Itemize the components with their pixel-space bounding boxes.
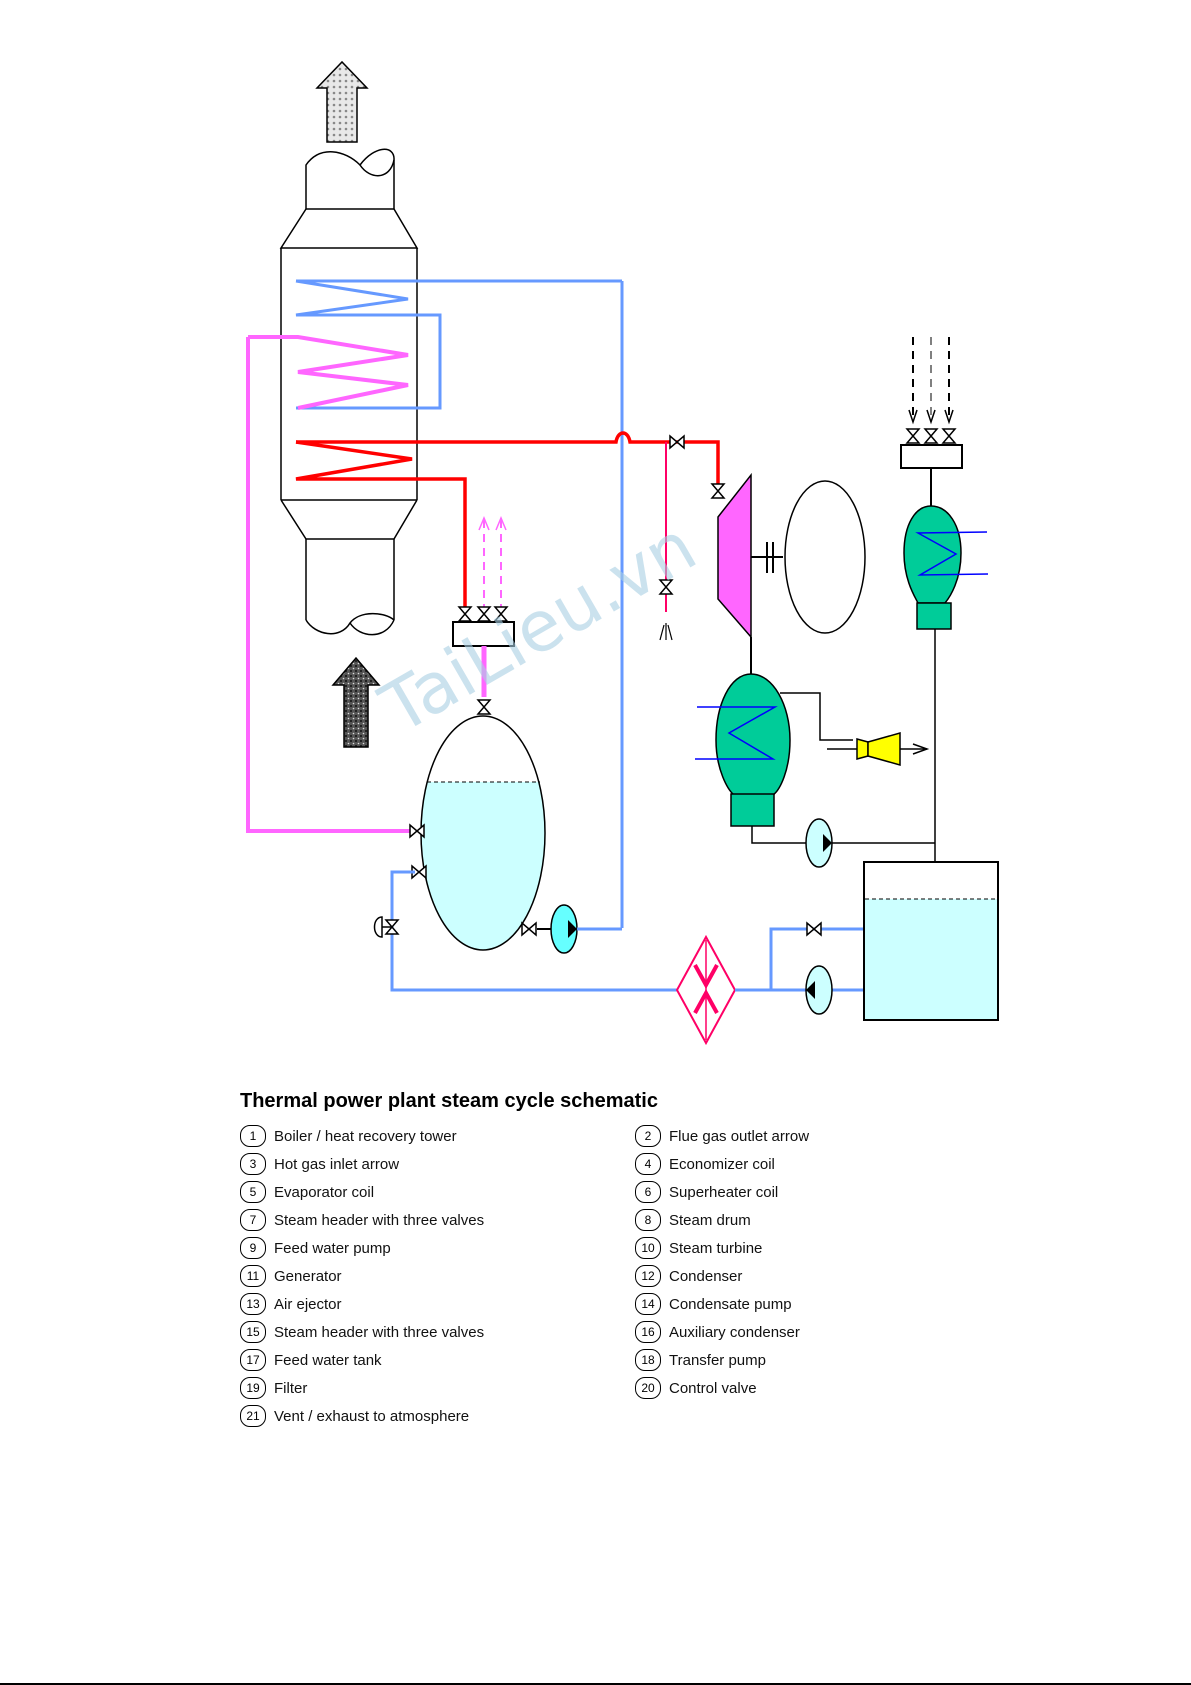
legend-number: 10 [635,1237,661,1259]
steam-drum [409,715,546,951]
legend-item: 2 Flue gas outlet arrow [635,1125,1000,1147]
legend-label: Steam header with three valves [274,1211,485,1229]
legend-number: 19 [240,1377,266,1399]
legend-number: 15 [240,1321,266,1343]
filter [675,934,737,1046]
legend-number: 8 [635,1209,661,1231]
legend-label: Feed water pump [274,1239,391,1257]
legend-item: 10 Steam turbine [635,1237,1000,1259]
legend-number: 20 [635,1377,661,1399]
legend-item: 15 Steam header with three valves [240,1321,605,1343]
legend-item: 8 Steam drum [635,1209,1000,1231]
condenser [695,673,853,844]
evaporator-coil [246,335,415,833]
legend-item: 17 Feed water tank [240,1349,605,1371]
control-valve [373,870,678,992]
legend-label: Hot gas inlet arrow [274,1155,400,1173]
vent-icon [659,623,673,641]
legend-item: 19 Filter [240,1377,605,1399]
legend-number: 11 [240,1265,266,1287]
legend-item: 4 Economizer coil [635,1153,1000,1175]
transfer-pump [805,965,833,1015]
hot-well-tank [863,861,999,1021]
legend-number: 17 [240,1349,266,1371]
legend-label: Condensate pump [669,1295,792,1313]
economizer-coil [295,279,624,928]
legend-label: Evaporator coil [274,1183,375,1201]
legend-number: 13 [240,1293,266,1315]
legend-label: Steam drum [669,1211,751,1229]
legend-label: Generator [274,1267,342,1285]
tank-lines [735,927,865,992]
legend-label: Flue gas outlet arrow [669,1127,810,1145]
legend-label: Steam header with three valves [274,1323,485,1341]
legend-item: 5 Evaporator coil [240,1181,605,1203]
legend-item: 14 Condensate pump [635,1293,1000,1315]
legend-label: Vent / exhaust to atmosphere [274,1407,470,1425]
legend-label: Superheater coil [669,1183,779,1201]
legend-label: Steam turbine [669,1239,763,1257]
steam-header-left [452,516,515,715]
legend-item: 7 Steam header with three valves [240,1209,605,1231]
legend-item: 6 Superheater coil [635,1181,1000,1203]
turbine [711,472,783,675]
legend-item: 9 Feed water pump [240,1237,605,1259]
legend-item: 16 Auxiliary condenser [635,1321,1000,1343]
legend-number: 1 [240,1125,266,1147]
aux-condenser [903,505,989,630]
steam-header-right [900,337,963,506]
boiler [279,148,419,636]
legend-item: 20 Control valve [635,1377,1000,1399]
legend-number: 4 [635,1153,661,1175]
legend-number: 14 [635,1293,661,1315]
flue-gas-in-arrow-icon [331,656,381,748]
legend-label: Boiler / heat recovery tower [274,1127,457,1145]
legend-label: Condenser [669,1267,743,1285]
legend-label: Air ejector [274,1295,342,1313]
legend-label: Control valve [669,1379,757,1397]
legend-number: 21 [240,1405,266,1427]
legend-number: 16 [635,1321,661,1343]
page-bottom-rule [0,1683,1191,1685]
generator [784,480,866,634]
legend-number: 12 [635,1265,661,1287]
legend-item: 11 Generator [240,1265,605,1287]
legend-label: Feed water tank [274,1351,382,1369]
legend-list: 1 Boiler / heat recovery tower 2 Flue gas … [240,1125,1000,1427]
legend-label: Economizer coil [669,1155,775,1173]
ejector [827,732,930,766]
legend-number: 6 [635,1181,661,1203]
legend-item: 13 Air ejector [240,1293,605,1315]
feed-pump [537,904,622,954]
condensate-pump [805,818,935,868]
legend-item: 1 Boiler / heat recovery tower [240,1125,605,1147]
legend-item: 3 Hot gas inlet arrow [240,1153,605,1175]
legend-number: 7 [240,1209,266,1231]
legend-item: 21 Vent / exhaust to atmosphere [240,1405,605,1427]
diagram-title: Thermal power plant steam cycle schemati… [240,1090,658,1112]
legend-number: 5 [240,1181,266,1203]
legend-item: 18 Transfer pump [635,1349,1000,1371]
superheater-coil [295,431,720,612]
legend-number: 2 [635,1125,661,1147]
bypass-line [659,435,685,641]
legend-number: 18 [635,1349,661,1371]
legend-label: Filter [274,1379,308,1397]
component-legend: Thermal power plant steam cycle schemati… [240,1090,1000,1427]
flue-gas-out-arrow-icon [315,60,369,143]
legend-number: 9 [240,1237,266,1259]
legend-label: Transfer pump [669,1351,766,1369]
watermark: TaiLieu.vn [367,505,710,750]
legend-item: 12 Condenser [635,1265,1000,1287]
legend-number: 3 [240,1153,266,1175]
legend-label: Auxiliary condenser [669,1323,800,1341]
